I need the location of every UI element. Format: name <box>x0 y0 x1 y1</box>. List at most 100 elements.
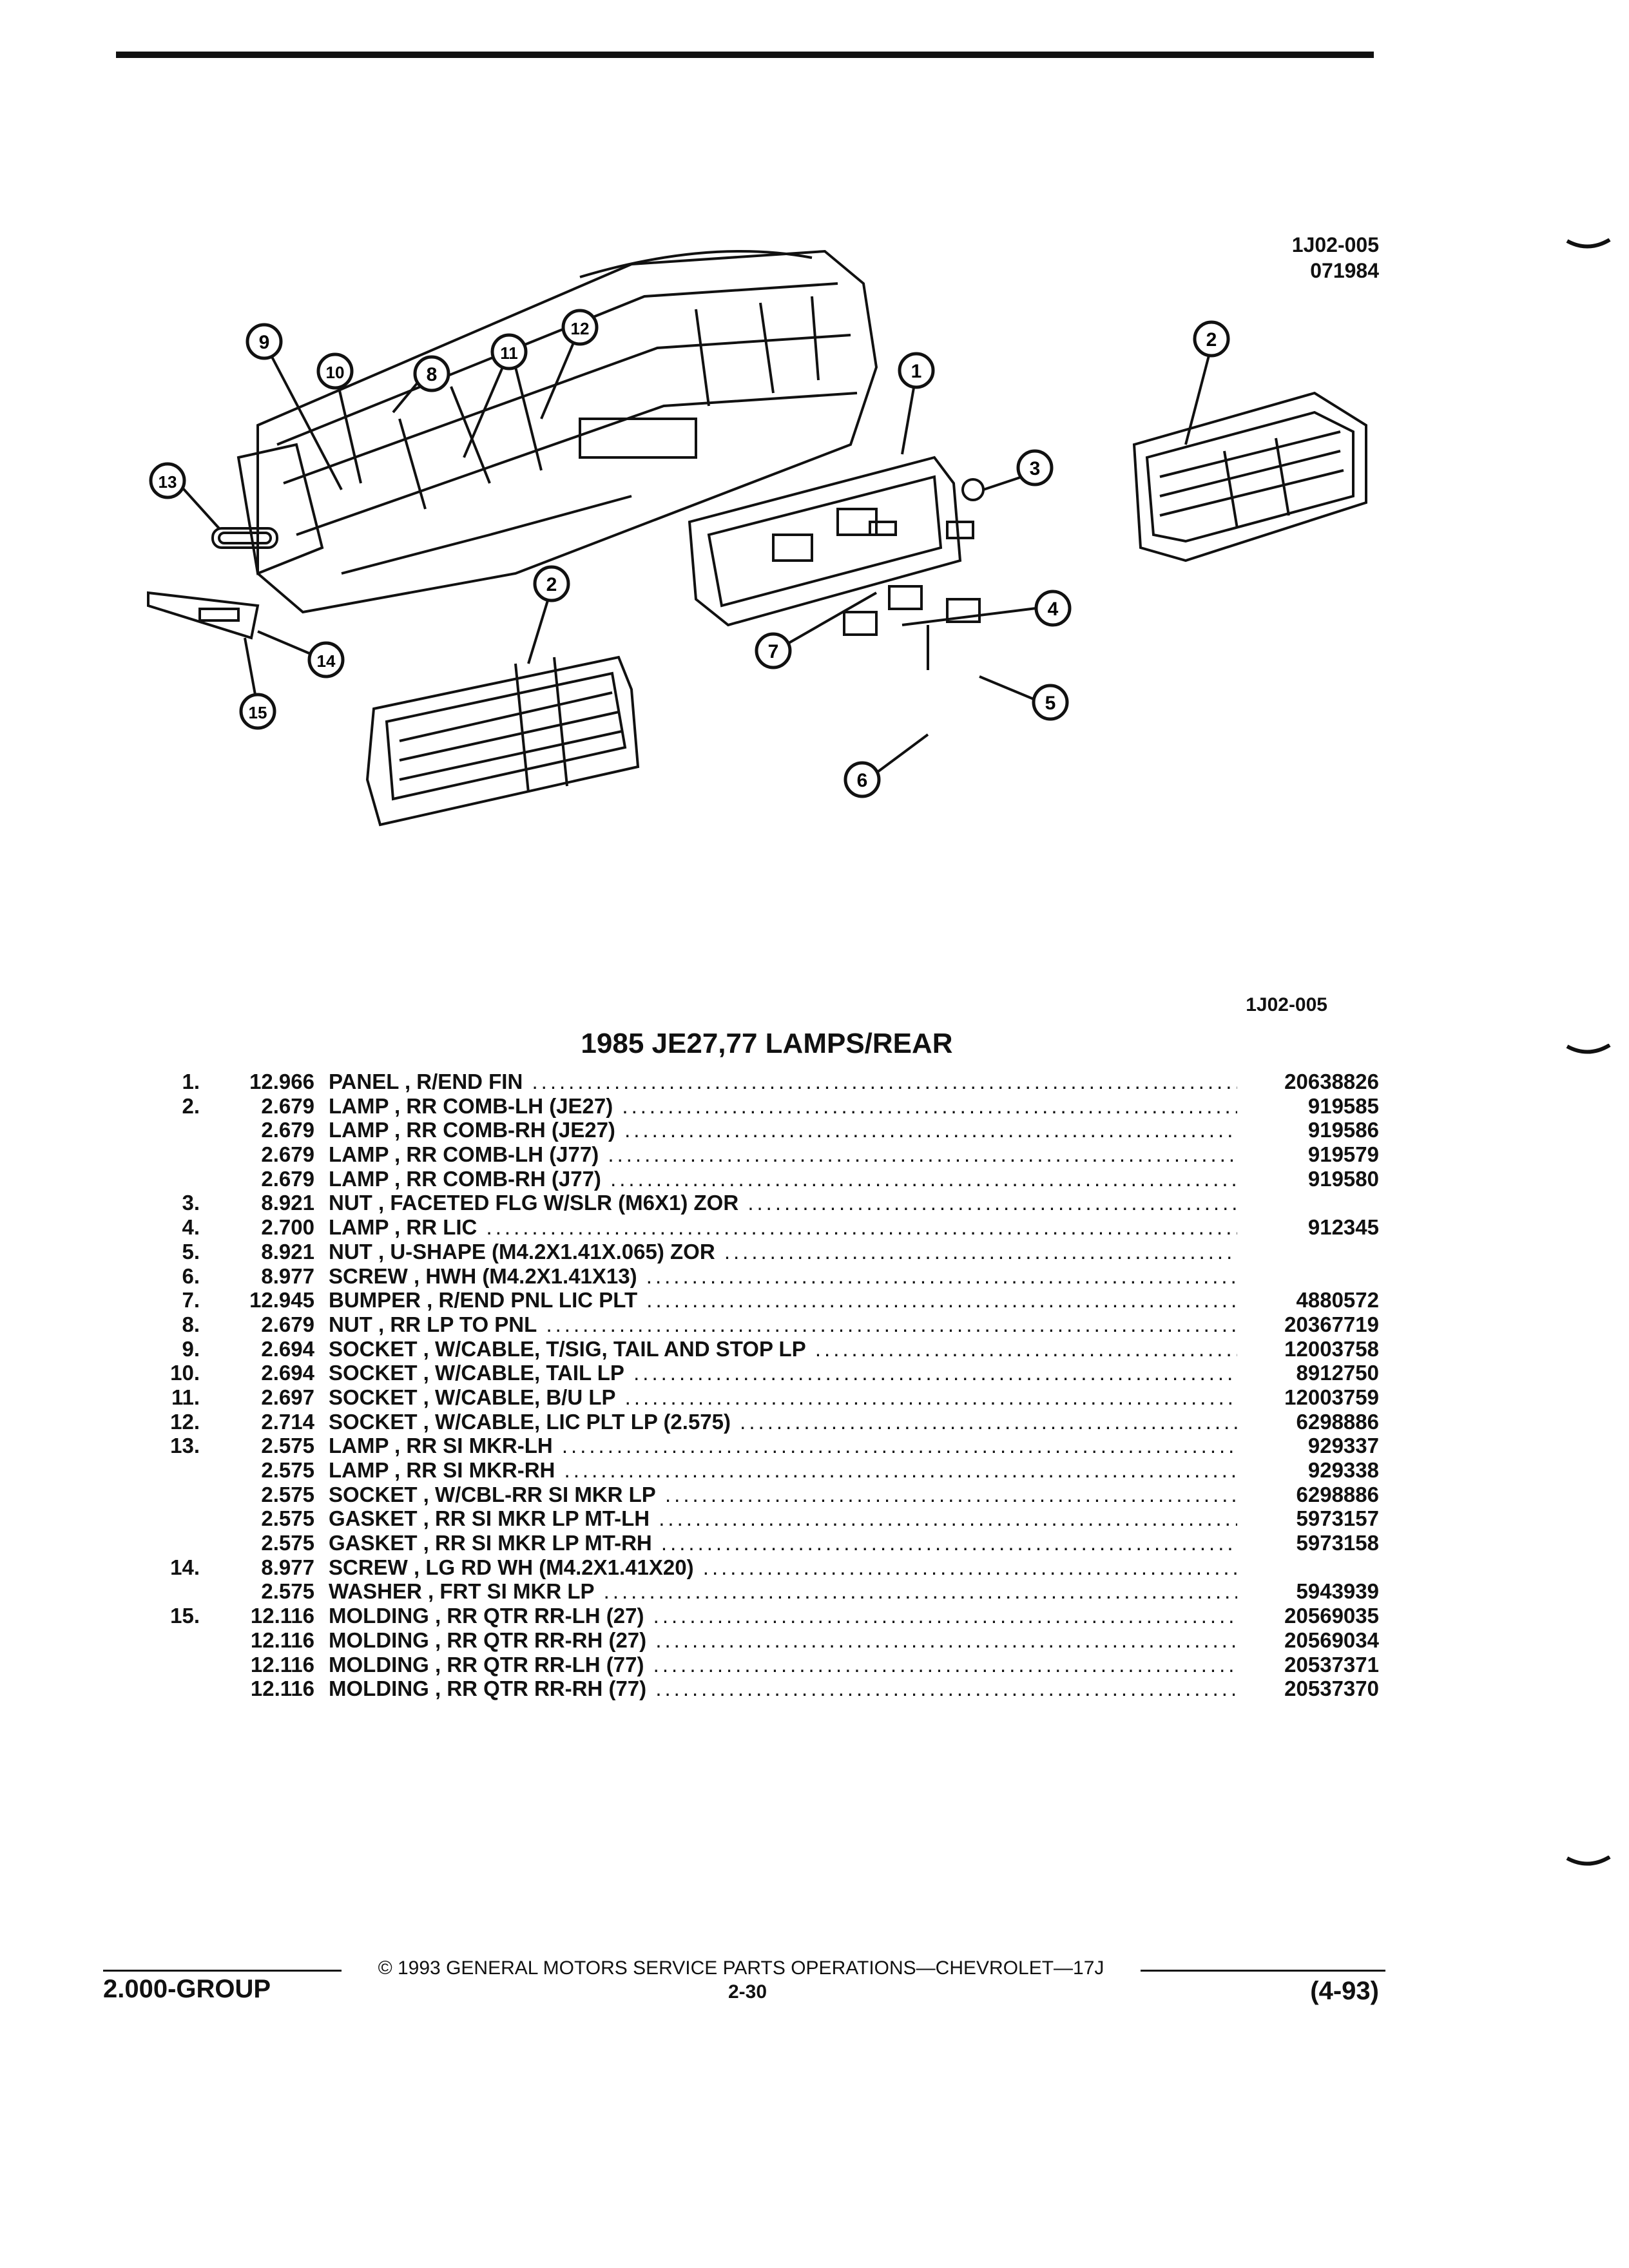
callout-label: 10 <box>326 363 345 382</box>
group-number: 2.575 <box>261 1531 314 1555</box>
part-number: 12003758 <box>1237 1336 1379 1361</box>
figure-id-bottom: 1J02-005 <box>1246 994 1327 1015</box>
callout-8: 8 <box>392 355 450 414</box>
parts-row: 2.575 LAMP , RR SI MKR-RH929338 <box>129 1458 1379 1483</box>
callout-15: 15 <box>239 637 276 730</box>
part-description: NUT , U-SHAPE (M4.2X1.41X.065) ZOR <box>329 1240 1237 1264</box>
part-description: LAMP , RR SI MKR-LH <box>329 1434 1237 1458</box>
item-number: 1. <box>182 1070 200 1093</box>
group-number: 2.575 <box>261 1506 314 1531</box>
group-number: 8.921 <box>261 1191 314 1215</box>
group-number: 2.679 <box>261 1166 314 1191</box>
callout-7: 7 <box>755 591 877 669</box>
group-number: 12.945 <box>249 1288 314 1312</box>
part-description: LAMP , RR COMB-LH (JE27) <box>329 1094 1237 1119</box>
callout-label: 12 <box>571 319 590 338</box>
copyright-text: © 1993 GENERAL MOTORS SERVICE PARTS OPER… <box>378 1957 1104 1979</box>
part-description: SOCKET , W/CABLE, B/U LP <box>329 1385 1237 1410</box>
edge-mark <box>1566 1044 1611 1054</box>
part-description: LAMP , RR LIC <box>329 1215 1237 1240</box>
part-description: MOLDING , RR QTR RR-RH (77) <box>329 1677 1237 1701</box>
callout-group: 1 2 3 4 5 6 7 8 9 10 11 12 13 14 15 2 <box>149 309 1230 798</box>
item-number: 8. <box>182 1312 200 1336</box>
part-number: 6298886 <box>1237 1482 1379 1507</box>
part-description: NUT , FACETED FLG W/SLR (M6X1) ZOR <box>329 1191 1237 1215</box>
callout-label: 8 <box>427 364 438 385</box>
callout-14: 14 <box>257 630 345 678</box>
part-description: SOCKET , W/CABLE, TAIL LP <box>329 1361 1237 1385</box>
part-number: 929338 <box>1237 1458 1379 1483</box>
group-number: 2.694 <box>261 1336 314 1361</box>
item-number: 11. <box>171 1385 200 1409</box>
part-number: 6298886 <box>1237 1409 1379 1434</box>
part-description: MOLDING , RR QTR RR-RH (27) <box>329 1628 1237 1653</box>
callout-2b: 2 <box>527 565 570 664</box>
group-number: 2.694 <box>261 1361 314 1385</box>
part-description: LAMP , RR COMB-LH (J77) <box>329 1142 1237 1167</box>
part-number: 919586 <box>1237 1118 1379 1143</box>
page-number: 2-30 <box>728 1981 767 2003</box>
item-number: 13. <box>170 1434 200 1458</box>
part-number: 20638826 <box>1237 1070 1379 1094</box>
item-number: 15. <box>170 1604 200 1628</box>
side-marker-lamp <box>211 527 278 549</box>
group-number: 2.575 <box>261 1482 314 1506</box>
group-number: 8.977 <box>261 1555 314 1579</box>
part-description: SCREW , LG RD WH (M4.2X1.41X20) <box>329 1555 1237 1580</box>
group-number: 2.714 <box>261 1409 314 1434</box>
item-number: 3. <box>182 1191 200 1215</box>
callout-10: 10 <box>316 352 362 484</box>
part-description: GASKET , RR SI MKR LP MT-LH <box>329 1506 1237 1531</box>
exploded-parts-diagram: 1 2 3 4 5 6 7 8 9 10 11 12 13 14 15 2 <box>147 249 1367 827</box>
group-number: 12.116 <box>250 1604 314 1628</box>
part-number: 929337 <box>1237 1434 1379 1459</box>
callout-13: 13 <box>149 462 220 530</box>
callout-label: 2 <box>546 574 557 595</box>
group-number: 2.679 <box>261 1118 314 1142</box>
edge-mark <box>1566 238 1611 249</box>
callout-6: 6 <box>843 733 929 798</box>
footer-rule-right <box>1141 1970 1385 1972</box>
group-number: 12.116 <box>250 1677 314 1701</box>
callout-label: 11 <box>500 343 518 363</box>
item-number: 4. <box>182 1215 200 1240</box>
part-description: MOLDING , RR QTR RR-LH (77) <box>329 1653 1237 1677</box>
callout-label: 5 <box>1045 693 1056 714</box>
group-number: 2.679 <box>261 1093 314 1118</box>
item-number: 6. <box>182 1264 200 1288</box>
group-number: 8.977 <box>261 1264 314 1288</box>
page-title: 1985 JE27,77 LAMPS/REAR <box>581 1028 953 1059</box>
item-number: 9. <box>182 1336 200 1361</box>
callout-12: 12 <box>540 309 599 419</box>
edge-mark <box>1566 1856 1611 1866</box>
rear-combination-lamp-rh <box>1132 391 1367 562</box>
group-number: 2.575 <box>261 1458 314 1482</box>
group-number: 2.697 <box>261 1385 314 1409</box>
part-number: 5973157 <box>1237 1506 1379 1532</box>
callout-5: 5 <box>979 675 1069 721</box>
part-description: LAMP , RR SI MKR-RH <box>329 1458 1237 1483</box>
part-description: SOCKET , W/CABLE, LIC PLT LP (2.575) <box>329 1410 1237 1434</box>
callout-1: 1 <box>898 352 935 455</box>
group-number: 12.966 <box>249 1070 314 1093</box>
group-number: 2.575 <box>261 1579 314 1604</box>
group-number: 12.116 <box>250 1628 314 1652</box>
callout-4: 4 <box>901 590 1072 627</box>
group-number: 8.921 <box>261 1239 314 1264</box>
part-description: PANEL , R/END FIN <box>329 1070 1237 1094</box>
group-number: 12.116 <box>250 1652 314 1677</box>
callout-label: 3 <box>1030 458 1041 479</box>
